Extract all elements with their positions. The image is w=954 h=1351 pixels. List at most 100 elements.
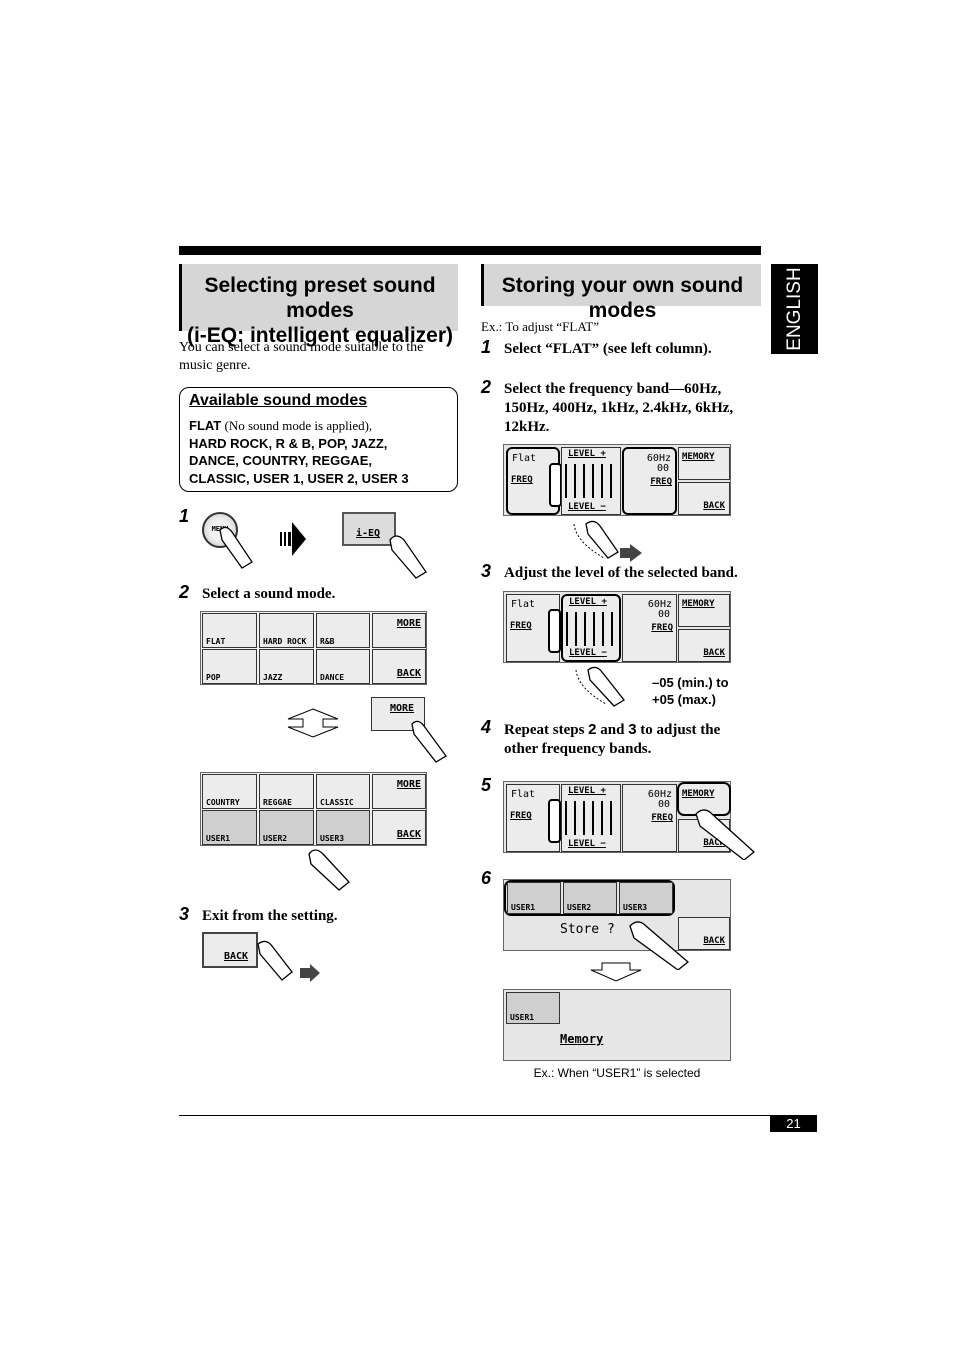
level-up-button[interactable]: LEVEL + xyxy=(568,449,606,459)
selected-band-slider xyxy=(548,799,561,843)
freq-minus-button[interactable]: FREQ xyxy=(511,475,533,485)
freq-minus-button[interactable]: FREQ xyxy=(510,811,532,821)
level-up-button[interactable]: LEVEL + xyxy=(568,786,606,796)
pointing-hand-icon xyxy=(411,720,447,763)
memory-button[interactable]: MEMORY xyxy=(678,594,730,627)
pointing-hand-icon xyxy=(575,666,625,707)
right-step1-text: Select “FLAT” (see left column). xyxy=(504,341,712,357)
language-tab: ENGLISH xyxy=(771,264,818,354)
right-step5-number: 5 xyxy=(481,775,492,795)
store-user3-tile[interactable]: USER3 xyxy=(619,882,673,914)
mode-tile-jazz[interactable]: JAZZ xyxy=(259,649,314,684)
freq-minus-button[interactable]: FREQ xyxy=(510,621,532,631)
modes-line4: CLASSIC, USER 1, USER 2, USER 3 xyxy=(189,470,409,486)
right-heading-title: Storing your own sound modes xyxy=(501,274,744,322)
sound-modes-list: FLAT (No sound mode is applied), HARD RO… xyxy=(189,417,454,487)
pointing-hand-icon xyxy=(308,849,350,891)
modes-line2: HARD ROCK, R & B, POP, JAZZ, xyxy=(189,435,388,451)
eq-band-panel: 60Hz 00 FREQ xyxy=(622,447,677,515)
mode-tile-pop[interactable]: POP xyxy=(202,649,257,684)
store-user1-tile[interactable]: USER1 xyxy=(507,882,561,914)
right-step6-number: 6 xyxy=(481,868,492,888)
modes-line3: DANCE, COUNTRY, REGGAE, xyxy=(189,453,372,468)
back-button-exit[interactable]: BACK xyxy=(202,932,258,968)
eq-sliders-panel: LEVEL + LEVEL − xyxy=(561,594,621,662)
mode-tile-classic[interactable]: CLASSIC xyxy=(316,774,370,809)
swap-arrow-icon xyxy=(287,708,339,738)
freq-plus-button[interactable]: FREQ xyxy=(651,623,673,633)
mode-tile-user2[interactable]: USER2 xyxy=(259,810,314,845)
left-intro: You can select a sound mode suitable to … xyxy=(179,340,424,373)
more-button[interactable]: MORE xyxy=(372,613,426,648)
left-step3-number: 3 xyxy=(179,904,190,924)
left-heading-line1: Selecting preset sound modes xyxy=(204,274,436,322)
memory-screen: USER1 Memory xyxy=(503,989,731,1061)
pointing-hand-icon xyxy=(573,520,642,562)
right-step4-number: 4 xyxy=(481,717,492,737)
level-down-button[interactable]: LEVEL − xyxy=(568,502,606,512)
level-down-button[interactable]: LEVEL − xyxy=(569,648,607,658)
level-up-button[interactable]: LEVEL + xyxy=(569,597,607,607)
left-step1-number: 1 xyxy=(179,506,190,526)
mode-tile-user1[interactable]: USER1 xyxy=(202,810,257,845)
mode-tile-flat[interactable]: FLAT xyxy=(202,613,257,648)
level-down-button[interactable]: LEVEL − xyxy=(568,839,606,849)
store-prompt: Store ? xyxy=(560,922,615,937)
language-tab-label: ENGLISH xyxy=(783,267,805,351)
memory-text: Memory xyxy=(560,1032,604,1046)
menu-button-label: MENU xyxy=(211,525,229,533)
flat-label: FLAT xyxy=(189,418,222,433)
eq-slider-bars xyxy=(566,612,620,646)
pointing-hand-icon xyxy=(389,535,427,579)
sound-modes-title: Available sound modes xyxy=(189,392,368,409)
eq-slider-bars xyxy=(565,801,619,835)
store-screen: USER1 USER2 USER3 Store ? BACK xyxy=(503,879,731,951)
mode-tile-country[interactable]: COUNTRY xyxy=(202,774,257,809)
level-range: –05 (min.) to +05 (max.) xyxy=(652,675,729,707)
pointing-hand-icon xyxy=(629,921,690,970)
flat-note: (No sound mode is applied), xyxy=(221,418,373,433)
left-step2-text: Select a sound mode. xyxy=(202,586,336,602)
user-tiles-group xyxy=(504,880,675,916)
bottom-rule xyxy=(179,1115,817,1116)
mode-tile-hard-rock[interactable]: HARD ROCK xyxy=(259,613,314,648)
back-button[interactable]: BACK xyxy=(678,917,730,950)
top-rule xyxy=(179,246,761,255)
back-button[interactable]: BACK xyxy=(372,810,426,845)
store-user2-tile[interactable]: USER2 xyxy=(563,882,617,914)
mode-tile-user3[interactable]: USER3 xyxy=(316,810,370,845)
more-button[interactable]: MORE xyxy=(372,774,426,809)
right-step2-number: 2 xyxy=(481,377,492,397)
arrow-down-icon xyxy=(590,962,642,982)
pointing-hand-icon xyxy=(257,940,320,982)
eq-slider-bars xyxy=(565,464,619,498)
right-caption: Ex.: When “USER1” is selected xyxy=(533,1066,701,1080)
left-heading-line2: (i-EQ: intelligent equalizer) xyxy=(186,324,454,347)
back-button[interactable]: BACK xyxy=(678,629,730,662)
mode-tile-dance[interactable]: DANCE xyxy=(316,649,370,684)
ieq-button[interactable]: i-EQ xyxy=(342,512,396,546)
right-step2-text: Select the frequency band—60Hz, 150Hz, 4… xyxy=(504,381,734,435)
mode-screen-2: COUNTRY REGGAE CLASSIC MORE USER1 USER2 … xyxy=(200,772,427,846)
memory-button[interactable]: MEMORY xyxy=(678,447,730,480)
right-step3-number: 3 xyxy=(481,561,492,581)
mode-tile-reggae[interactable]: REGGAE xyxy=(259,774,314,809)
eq-mode-panel: Flat FREQ xyxy=(506,594,561,662)
right-heading: Storing your own sound modes xyxy=(481,264,761,322)
eq-sliders-panel: LEVEL + LEVEL − xyxy=(561,784,621,852)
selected-band-slider xyxy=(548,609,561,653)
page-number: 21 xyxy=(770,1116,817,1132)
freq-plus-button[interactable]: FREQ xyxy=(650,477,672,487)
freq-plus-button[interactable]: FREQ xyxy=(651,813,673,823)
sound-modes-box: Available sound modes FLAT (No sound mod… xyxy=(179,387,458,492)
right-step3-text: Adjust the level of the selected band. xyxy=(504,565,738,581)
eq-screen-step2: Flat FREQ LEVEL + LEVEL − 60Hz 00 FREQ M… xyxy=(503,444,731,516)
eq-screen-step5: Flat FREQ LEVEL + LEVEL − 60Hz 00 FREQ M… xyxy=(503,781,731,853)
left-heading: Selecting preset sound modes (i-EQ: inte… xyxy=(179,264,458,347)
mode-tile-rnb[interactable]: R&B xyxy=(316,613,370,648)
eq-sliders-panel: LEVEL + LEVEL − xyxy=(561,447,621,515)
back-button[interactable]: BACK xyxy=(372,649,426,684)
back-button[interactable]: BACK xyxy=(678,482,730,515)
right-example: Ex.: To adjust “FLAT” xyxy=(481,319,600,334)
right-step4-text: Repeat steps 2 and 3 to adjust the other… xyxy=(504,721,721,757)
